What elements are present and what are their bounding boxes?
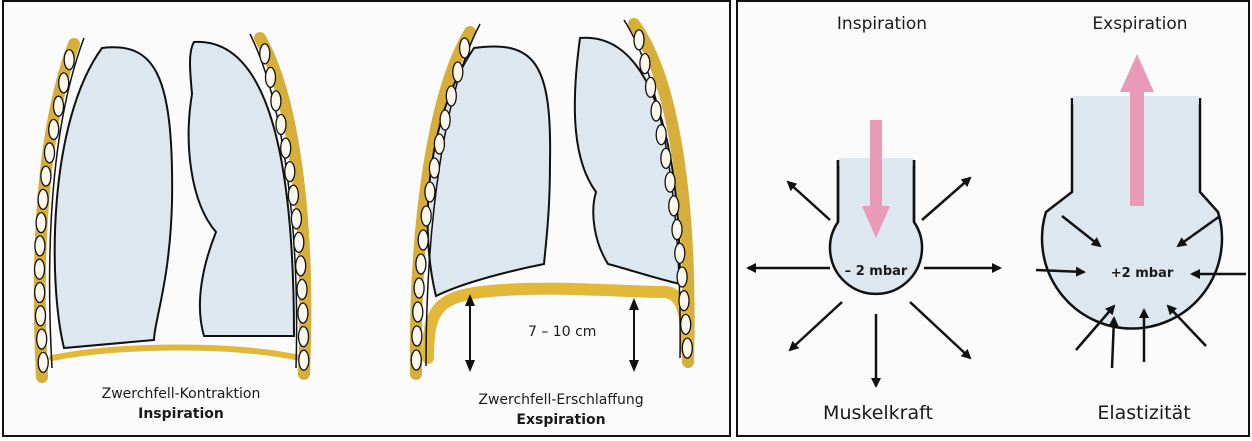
rib-bone xyxy=(35,236,45,256)
expiration-caption: Zwerchfell-Erschlaffung xyxy=(456,392,666,408)
rib-bone xyxy=(634,30,644,50)
rib-bone xyxy=(413,302,423,322)
rib-bone xyxy=(276,115,286,135)
inspiration-caption: Zwerchfell-Kontraktion xyxy=(86,386,276,402)
expiration-caption-bold: Exspiration xyxy=(456,412,666,428)
rib-bone xyxy=(411,350,421,370)
rib-bone xyxy=(414,278,424,298)
rib-bone xyxy=(661,148,671,168)
rib-bone xyxy=(672,220,682,240)
rib-bone xyxy=(421,206,431,226)
expiration-force-label: Elastizität xyxy=(1074,402,1214,424)
rib-bone xyxy=(41,166,51,186)
expiration-pressure-label: +2 mbar xyxy=(1102,266,1182,281)
rib-bone xyxy=(38,189,48,209)
rib-bone xyxy=(64,50,74,70)
rib-bone xyxy=(260,44,270,64)
rib-bone xyxy=(416,254,426,274)
rib-bone xyxy=(425,182,435,202)
rib-bone xyxy=(682,338,692,358)
rib-bone xyxy=(640,54,650,74)
rib-bone xyxy=(677,267,687,287)
rib-bone xyxy=(429,158,439,178)
rib-bone xyxy=(298,303,308,323)
pressure-diagram-panel: Inspiration Exspiration – 2 mbar +2 mbar… xyxy=(736,0,1250,437)
rib-bone xyxy=(38,352,48,372)
rib-bone xyxy=(37,329,47,349)
rib-bone xyxy=(681,314,691,334)
rib-bone xyxy=(288,185,298,205)
rib-bone xyxy=(656,125,666,145)
rib-bone xyxy=(281,138,291,158)
rib-bone xyxy=(271,91,281,111)
rib-bone xyxy=(669,196,679,216)
inspiration-title: Inspiration xyxy=(822,14,942,34)
rib-bone xyxy=(35,259,45,279)
rib-bone xyxy=(297,280,307,300)
rib-bone xyxy=(679,291,689,311)
rib-bone xyxy=(291,209,301,229)
rib-bone xyxy=(418,230,428,250)
inspiration-pressure-label: – 2 mbar xyxy=(836,264,916,279)
inspiration-diaphragm xyxy=(52,348,300,359)
rib-bone xyxy=(36,306,46,326)
rib-bone xyxy=(45,143,55,163)
rib-bone xyxy=(453,62,463,82)
rib-bone xyxy=(299,350,309,370)
rib-bone xyxy=(296,256,306,276)
measurement-arrow-left xyxy=(465,294,475,372)
rib-bone xyxy=(446,86,456,106)
rib-bone xyxy=(35,283,45,303)
rib-bone xyxy=(646,77,656,97)
rib-bone xyxy=(675,243,685,263)
inspiration-left-lung xyxy=(55,47,172,348)
rib-bone xyxy=(460,38,470,58)
rib-bone xyxy=(412,326,422,346)
rib-bone xyxy=(36,213,46,233)
inspiration-thorax xyxy=(40,34,306,377)
rib-bone xyxy=(54,96,64,116)
thorax-diagram-panel: 7 – 10 cm Zwerchfell-Kontraktion Inspira… xyxy=(2,0,731,437)
rib-bone xyxy=(294,232,304,252)
expiration-title: Exspiration xyxy=(1080,14,1200,34)
rib-bone xyxy=(266,67,276,87)
rib-bone xyxy=(59,73,69,93)
rib-bone xyxy=(49,120,59,140)
rib-bone xyxy=(651,101,661,121)
rib-bone xyxy=(434,134,444,154)
rib-bone xyxy=(665,172,675,192)
pressure-drawing xyxy=(738,2,1248,435)
inspiration-force-label: Muskelkraft xyxy=(808,402,948,424)
diaphragm-displacement-label: 7 – 10 cm xyxy=(528,324,596,340)
thorax-drawing xyxy=(4,2,729,435)
inspiration-caption-bold: Inspiration xyxy=(86,406,276,422)
measurement-arrow-right xyxy=(629,298,639,372)
rib-bone xyxy=(440,110,450,130)
rib-bone xyxy=(299,327,309,347)
rib-bone xyxy=(285,162,295,182)
